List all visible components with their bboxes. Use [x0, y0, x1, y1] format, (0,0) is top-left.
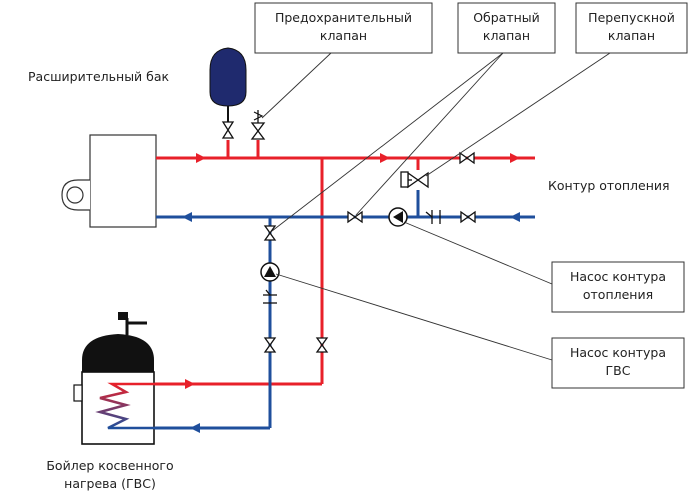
heat-generator	[61, 134, 157, 228]
safety-valve	[250, 110, 266, 140]
return-pipes	[155, 190, 535, 430]
callout-line: Обратный	[473, 10, 540, 25]
callout-check-valve: Обратный клапан	[457, 2, 556, 54]
shutoff-valve-icon	[221, 121, 235, 139]
callout-line: Предохранительный	[275, 10, 412, 25]
heat-exchanger-coil	[95, 382, 155, 430]
dhw-pump-icon	[260, 262, 280, 282]
callout-bypass-valve: Перепускной клапан	[575, 2, 688, 54]
flow-arrow	[196, 153, 206, 163]
check-valve-icon	[263, 225, 277, 241]
callout-safety-valve: Предохранительный клапан	[254, 2, 433, 54]
strainer-icon	[263, 289, 277, 304]
label-expansion-tank: Расширительный бак	[28, 69, 170, 84]
callout-line: Перепускной	[588, 10, 675, 25]
leader-lines	[261, 52, 611, 361]
shutoff-valve-icon	[459, 151, 475, 165]
supply-pipes	[155, 140, 535, 386]
flow-arrow	[182, 212, 192, 222]
shutoff-valve-icon	[263, 337, 277, 353]
flow-arrow	[510, 153, 520, 163]
indirect-water-heater	[73, 312, 155, 445]
bypass-valve	[400, 171, 429, 189]
label-heating-circuit: Контур отопления	[548, 178, 670, 193]
check-valve-icon	[347, 210, 363, 224]
flow-arrow	[190, 423, 200, 433]
callout-line: отопления	[583, 287, 653, 302]
callout-line: клапан	[320, 28, 367, 43]
callout-dhw-pump: Насос контура ГВС	[551, 337, 685, 389]
callout-line: клапан	[608, 28, 655, 43]
callout-line: ГВС	[606, 363, 631, 378]
supply-flow-arrows	[185, 153, 520, 389]
strainer-icon	[425, 210, 441, 224]
flow-arrow	[185, 379, 195, 389]
callout-heating-pump: Насос контура отопления	[551, 261, 685, 313]
flow-arrow	[510, 212, 520, 222]
shutoff-valve-icon	[315, 337, 329, 353]
callout-line: клапан	[483, 28, 530, 43]
callout-line: Насос контура	[570, 345, 666, 360]
label-boiler-line: нагрева (ГВС)	[64, 476, 156, 491]
flow-arrow	[380, 153, 390, 163]
label-boiler-line: Бойлер косвенного	[46, 458, 173, 473]
heating-pump-icon	[388, 207, 408, 227]
return-flow-arrows	[182, 212, 520, 433]
callout-line: Насос контура	[570, 269, 666, 284]
shutoff-valve-icon	[460, 210, 476, 224]
expansion-tank	[209, 47, 247, 139]
